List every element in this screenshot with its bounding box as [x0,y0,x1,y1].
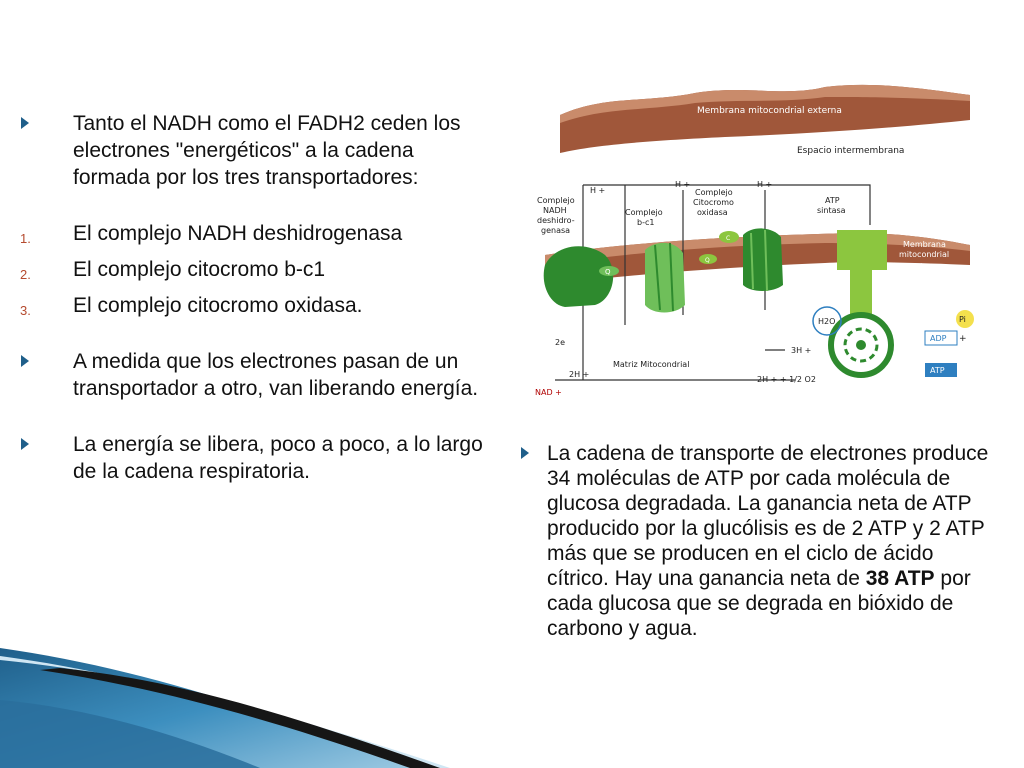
complex-nadh-dehydrogenase [543,246,614,307]
complex1-label-3: deshidro- [537,216,575,225]
bullet-release: La energía se libera, poco a poco, a lo … [20,431,495,485]
matrix-label: Matriz Mitocondrial [613,360,689,369]
atp-synthase-label-1: ATP [825,196,840,205]
pi-circle [956,310,974,328]
complex-cytochrome-oxidase [743,228,783,291]
complex3-label-3: oxidasa [697,208,728,217]
atp-total-bold: 38 ATP [865,567,935,590]
list-number: 2. [20,267,31,282]
list-item: 1. El complejo NADH deshidrogenasa [20,220,495,247]
triangle-bullet-icon [521,447,529,459]
list-item: 2. El complejo citocromo b-c1 [20,256,495,283]
inner-membrane-label-2: mitocondrial [899,250,949,259]
proton-label: H + [590,186,605,195]
list-text: El complejo citocromo b-c1 [73,258,326,281]
three-protons-label: 3H + [791,346,811,355]
bullet-summary: La cadena de transporte de electrones pr… [520,441,995,641]
atp-synthase-label-2: sintasa [817,206,846,215]
triangle-bullet-icon [21,355,29,367]
proton-label: H + [757,180,772,189]
atp-box [925,363,957,377]
outer-membrane-label: Membrana mitocondrial externa [697,106,842,116]
pi-label: Pi [959,315,966,324]
inner-membrane-label-1: Membrana [903,240,946,249]
complex1-label-1: Complejo [537,196,575,205]
q-label: Q [605,268,611,276]
adp-label: ADP [930,334,947,343]
electrons-label: 2e [555,338,565,347]
adp-box [924,330,958,346]
list-text: El complejo NADH deshidrogenasa [73,222,403,245]
summary-text-part1: La cadena de transporte de electrones pr… [547,442,989,590]
q-label-2: Q [705,257,710,264]
plus-label: + [959,334,967,344]
proton-label: H + [675,180,690,189]
protons-oxygen-label: 2H + + 1/2 O2 [757,375,816,384]
triangle-bullet-icon [21,438,29,450]
complex1-label-4: genasa [541,226,570,235]
intro-text: Tanto el NADH como el FADH2 ceden los el… [73,112,461,189]
bullet-energy: A medida que los electrones pasan de un … [20,348,495,402]
atp-synthase-stalk [837,230,887,270]
complex-b-c1 [645,242,685,313]
two-protons-label: 2H + [569,370,589,379]
electron-transport-chain-diagram: Membrana mitocondrial externa Espacio in… [535,84,974,397]
right-text-column: La cadena de transporte de electrones pr… [520,441,995,641]
triangle-bullet-icon [21,117,29,129]
c-label: C [726,235,730,242]
inner-membrane-label-3: externa [911,262,942,271]
summary-text-part2: por cada glucosa que se degrada en bióxi… [547,567,971,640]
complex2-label-1: Complejo [625,208,663,217]
energy-text: A medida que los electrones pasan de un … [73,350,479,400]
bullet-intro: Tanto el NADH como el FADH2 ceden los el… [20,110,495,191]
complex3-label-1: Complejo [695,188,733,197]
complex2-label-2: b-c1 [637,218,654,227]
water-label: H2O [818,317,835,326]
complex1-label-2: NADH [543,206,567,215]
release-text: La energía se libera, poco a poco, a lo … [73,433,483,483]
list-number: 1. [20,231,31,246]
intermembrane-space-label: Espacio intermembrana [797,146,904,156]
complex3-label-2: Citocromo [693,198,734,207]
nad-label: NAD + [535,388,562,397]
list-item: 3. El complejo citocromo oxidasa. [20,292,495,319]
left-text-column: Tanto el NADH como el FADH2 ceden los el… [20,110,495,485]
list-text: El complejo citocromo oxidasa. [73,294,363,317]
atp-label: ATP [930,366,945,375]
list-number: 3. [20,303,31,318]
